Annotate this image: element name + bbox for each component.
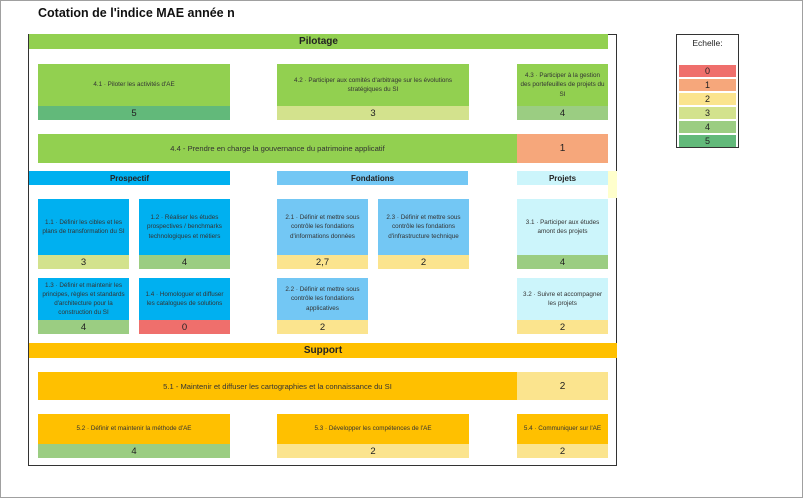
score-4-3: 4 bbox=[517, 106, 608, 120]
card-2-2: 2.2 · Définir et mettre sous contrôle le… bbox=[277, 278, 368, 320]
score-2-1: 2,7 bbox=[277, 255, 368, 269]
legend-item-2: 2 bbox=[679, 93, 736, 105]
card-5-1: 5.1 - Maintenir et diffuser les cartogra… bbox=[38, 372, 517, 400]
prospectif-header: Prospectif bbox=[29, 171, 230, 185]
score-4-2: 3 bbox=[277, 106, 469, 120]
score-1-4: 0 bbox=[139, 320, 230, 334]
support-header: Support bbox=[29, 343, 617, 358]
score-1-2: 4 bbox=[139, 255, 230, 269]
fondations-header: Fondations bbox=[277, 171, 468, 185]
right-accent bbox=[608, 171, 617, 198]
score-5-1: 2 bbox=[517, 372, 608, 400]
score-5-2: 4 bbox=[38, 444, 230, 458]
score-2-3: 2 bbox=[378, 255, 469, 269]
score-4-1: 5 bbox=[38, 106, 230, 120]
legend-item-1: 1 bbox=[679, 79, 736, 91]
score-4-4: 1 bbox=[517, 134, 608, 163]
card-4-4: 4.4 - Prendre en charge la gouvernance d… bbox=[38, 134, 517, 163]
card-5-3: 5.3 · Développer les compétences de l'AE bbox=[277, 414, 469, 444]
card-4-2: 4.2 · Participer aux comités d'arbitrage… bbox=[277, 64, 469, 106]
card-1-1: 1.1 · Définir les cibles et les plans de… bbox=[38, 199, 129, 255]
score-5-4: 2 bbox=[517, 444, 608, 458]
legend-item-0: 0 bbox=[679, 65, 736, 77]
card-4-1: 4.1 · Piloter les activités d'AE bbox=[38, 64, 230, 106]
card-2-1: 2.1 · Définir et mettre sous contrôle le… bbox=[277, 199, 368, 255]
card-4-3: 4.3 · Participer à la gestion des portef… bbox=[517, 64, 608, 106]
legend-item-4: 4 bbox=[679, 121, 736, 133]
card-5-4: 5.4 · Communiquer sur l'AE bbox=[517, 414, 608, 444]
page-title: Cotation de l'indice MAE année n bbox=[38, 6, 235, 20]
legend: Echelle: 0 1 2 3 4 5 bbox=[676, 34, 739, 148]
card-1-2: 1.2 · Réaliser les études prospectives /… bbox=[139, 199, 230, 255]
card-2-3: 2.3 · Définir et mettre sous contrôle le… bbox=[378, 199, 469, 255]
score-1-3: 4 bbox=[38, 320, 129, 334]
legend-item-3: 3 bbox=[679, 107, 736, 119]
card-3-2: 3.2 · Suivre et accompagner les projets bbox=[517, 278, 608, 320]
card-1-3: 1.3 · Définir et maintenir les principes… bbox=[38, 278, 129, 320]
score-5-3: 2 bbox=[277, 444, 469, 458]
score-2-2: 2 bbox=[277, 320, 368, 334]
score-3-2: 2 bbox=[517, 320, 608, 334]
score-1-1: 3 bbox=[38, 255, 129, 269]
legend-item-5: 5 bbox=[679, 135, 736, 147]
score-3-1: 4 bbox=[517, 255, 608, 269]
card-1-4: 1.4 · Homologuer et diffuser les catalog… bbox=[139, 278, 230, 320]
card-5-2: 5.2 · Définir et maintenir la méthode d'… bbox=[38, 414, 230, 444]
card-3-1: 3.1 · Participer aux études amont des pr… bbox=[517, 199, 608, 255]
pilotage-header: Pilotage bbox=[29, 34, 608, 49]
legend-title: Echelle: bbox=[692, 38, 723, 48]
projets-header: Projets bbox=[517, 171, 608, 185]
